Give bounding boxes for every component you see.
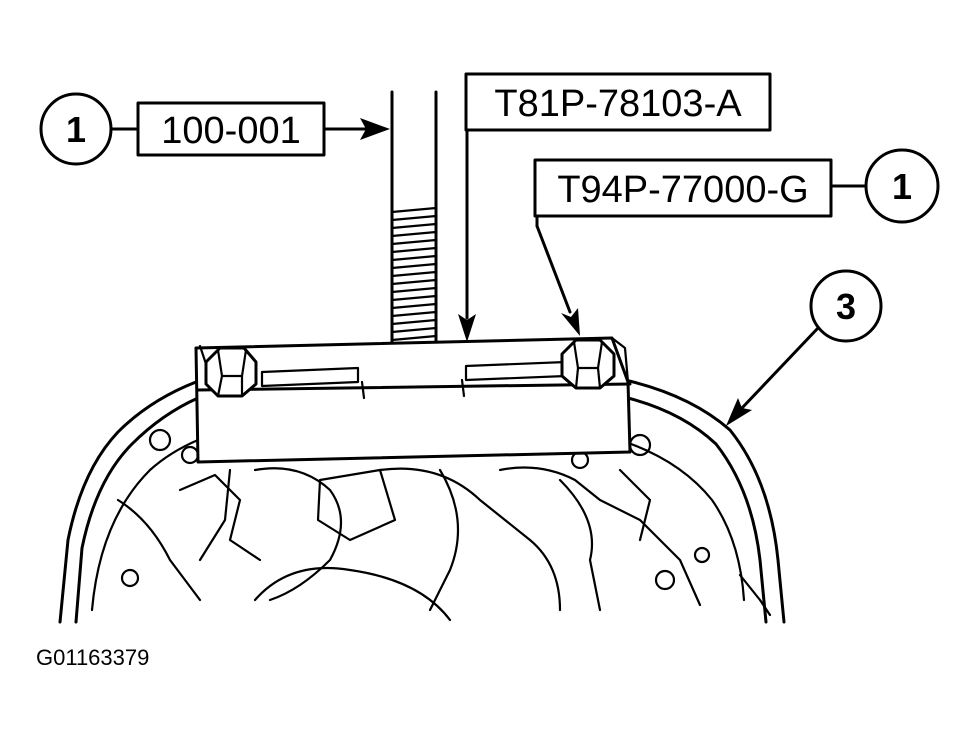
tool-label-group: T81P-78103-A [458, 72, 772, 342]
callout-2: 1 100-001 [39, 92, 390, 166]
housing-assembly [58, 378, 786, 624]
puller-plate [194, 336, 632, 464]
arrow-head-icon [458, 314, 476, 342]
part-label-100-001: 100-001 [161, 110, 300, 152]
callout-2-number: 1 [66, 109, 86, 150]
arrow-head-icon [726, 398, 752, 426]
part-label-t94p-77000-g: T94P-77000-G [557, 169, 808, 211]
hex-bolt-right [560, 338, 616, 390]
callout-3-number: 3 [836, 286, 856, 327]
hex-bolt-left [204, 346, 258, 398]
callout-3: 3 [726, 269, 883, 426]
forcing-screw [390, 90, 438, 386]
arrow-head-icon [561, 308, 580, 336]
callout-1: T94P-77000-G 1 [533, 148, 940, 336]
arrow-head-icon [360, 118, 390, 140]
callout-1-number: 1 [892, 166, 912, 207]
tool-label: T81P-78103-A [494, 83, 742, 125]
figure-id: G01163379 [36, 645, 149, 670]
